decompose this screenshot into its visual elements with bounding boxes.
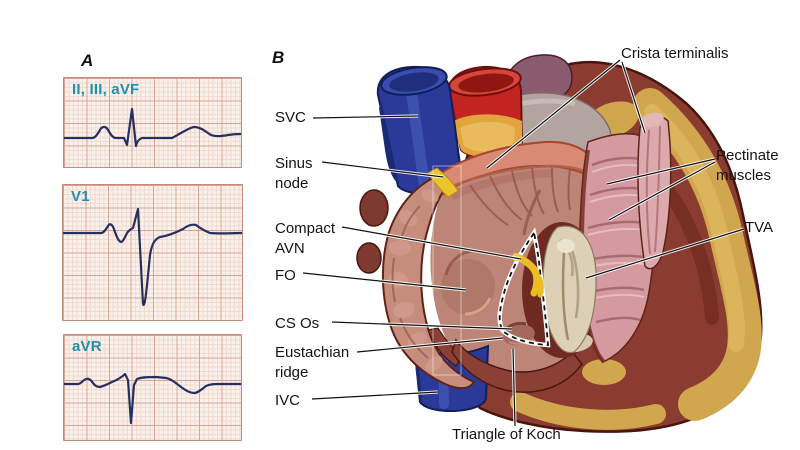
atrial-appendage-lobes (356, 189, 389, 274)
label-triangle-of-koch: Triangle of Koch (452, 426, 561, 443)
panel-b-label: B (272, 48, 285, 67)
faint-highlight-box (432, 165, 462, 376)
panel-a-label: A (81, 51, 94, 70)
label-crista-terminalis: Crista terminalis (621, 45, 729, 62)
ecg-strip-v1: V1 (62, 184, 243, 321)
appendage-wall-ridges (388, 189, 443, 372)
ecg-trace-inferior (64, 107, 241, 148)
label-compact-avn: Compact AVN (275, 220, 336, 257)
triangle-of-koch-outline (497, 227, 551, 348)
leader-lines (302, 58, 745, 427)
crista-terminalis-ridge (637, 112, 672, 270)
label-cs-os: CS Os (275, 315, 320, 332)
atrium-roof-ridges (469, 166, 571, 236)
fossa-ovalis (441, 249, 495, 316)
aorta-vessel (447, 65, 524, 159)
ecg-strip-inferior-leads: II, III, aVF (63, 77, 242, 168)
ecg-grid (63, 185, 242, 320)
label-eustachian-ridge: Eustachian ridge (275, 344, 350, 381)
label-svc: SVC (275, 109, 306, 126)
label-sinus-node: Sinus node (275, 155, 313, 192)
label-tva: TVA (745, 219, 774, 236)
svc-vessel (376, 65, 464, 195)
ecg-trace-v1 (63, 207, 242, 306)
appendage-wall-band (381, 174, 476, 390)
ecg-lead-label: V1 (71, 188, 90, 205)
ecg-trace-avr (64, 372, 241, 425)
label-pectinate-muscles: Pectinate muscles (716, 147, 779, 184)
ecg-grid (64, 335, 241, 440)
ecg-lead-label: II, III, aVF (72, 81, 140, 98)
ecg-strip-avr: aVR (63, 334, 242, 441)
ecg-lead-label: aVR (72, 338, 102, 355)
ecg-grid (64, 78, 241, 167)
label-ivc: IVC (275, 392, 301, 409)
label-fo: FO (275, 267, 296, 284)
tricuspid-valve (542, 225, 597, 354)
